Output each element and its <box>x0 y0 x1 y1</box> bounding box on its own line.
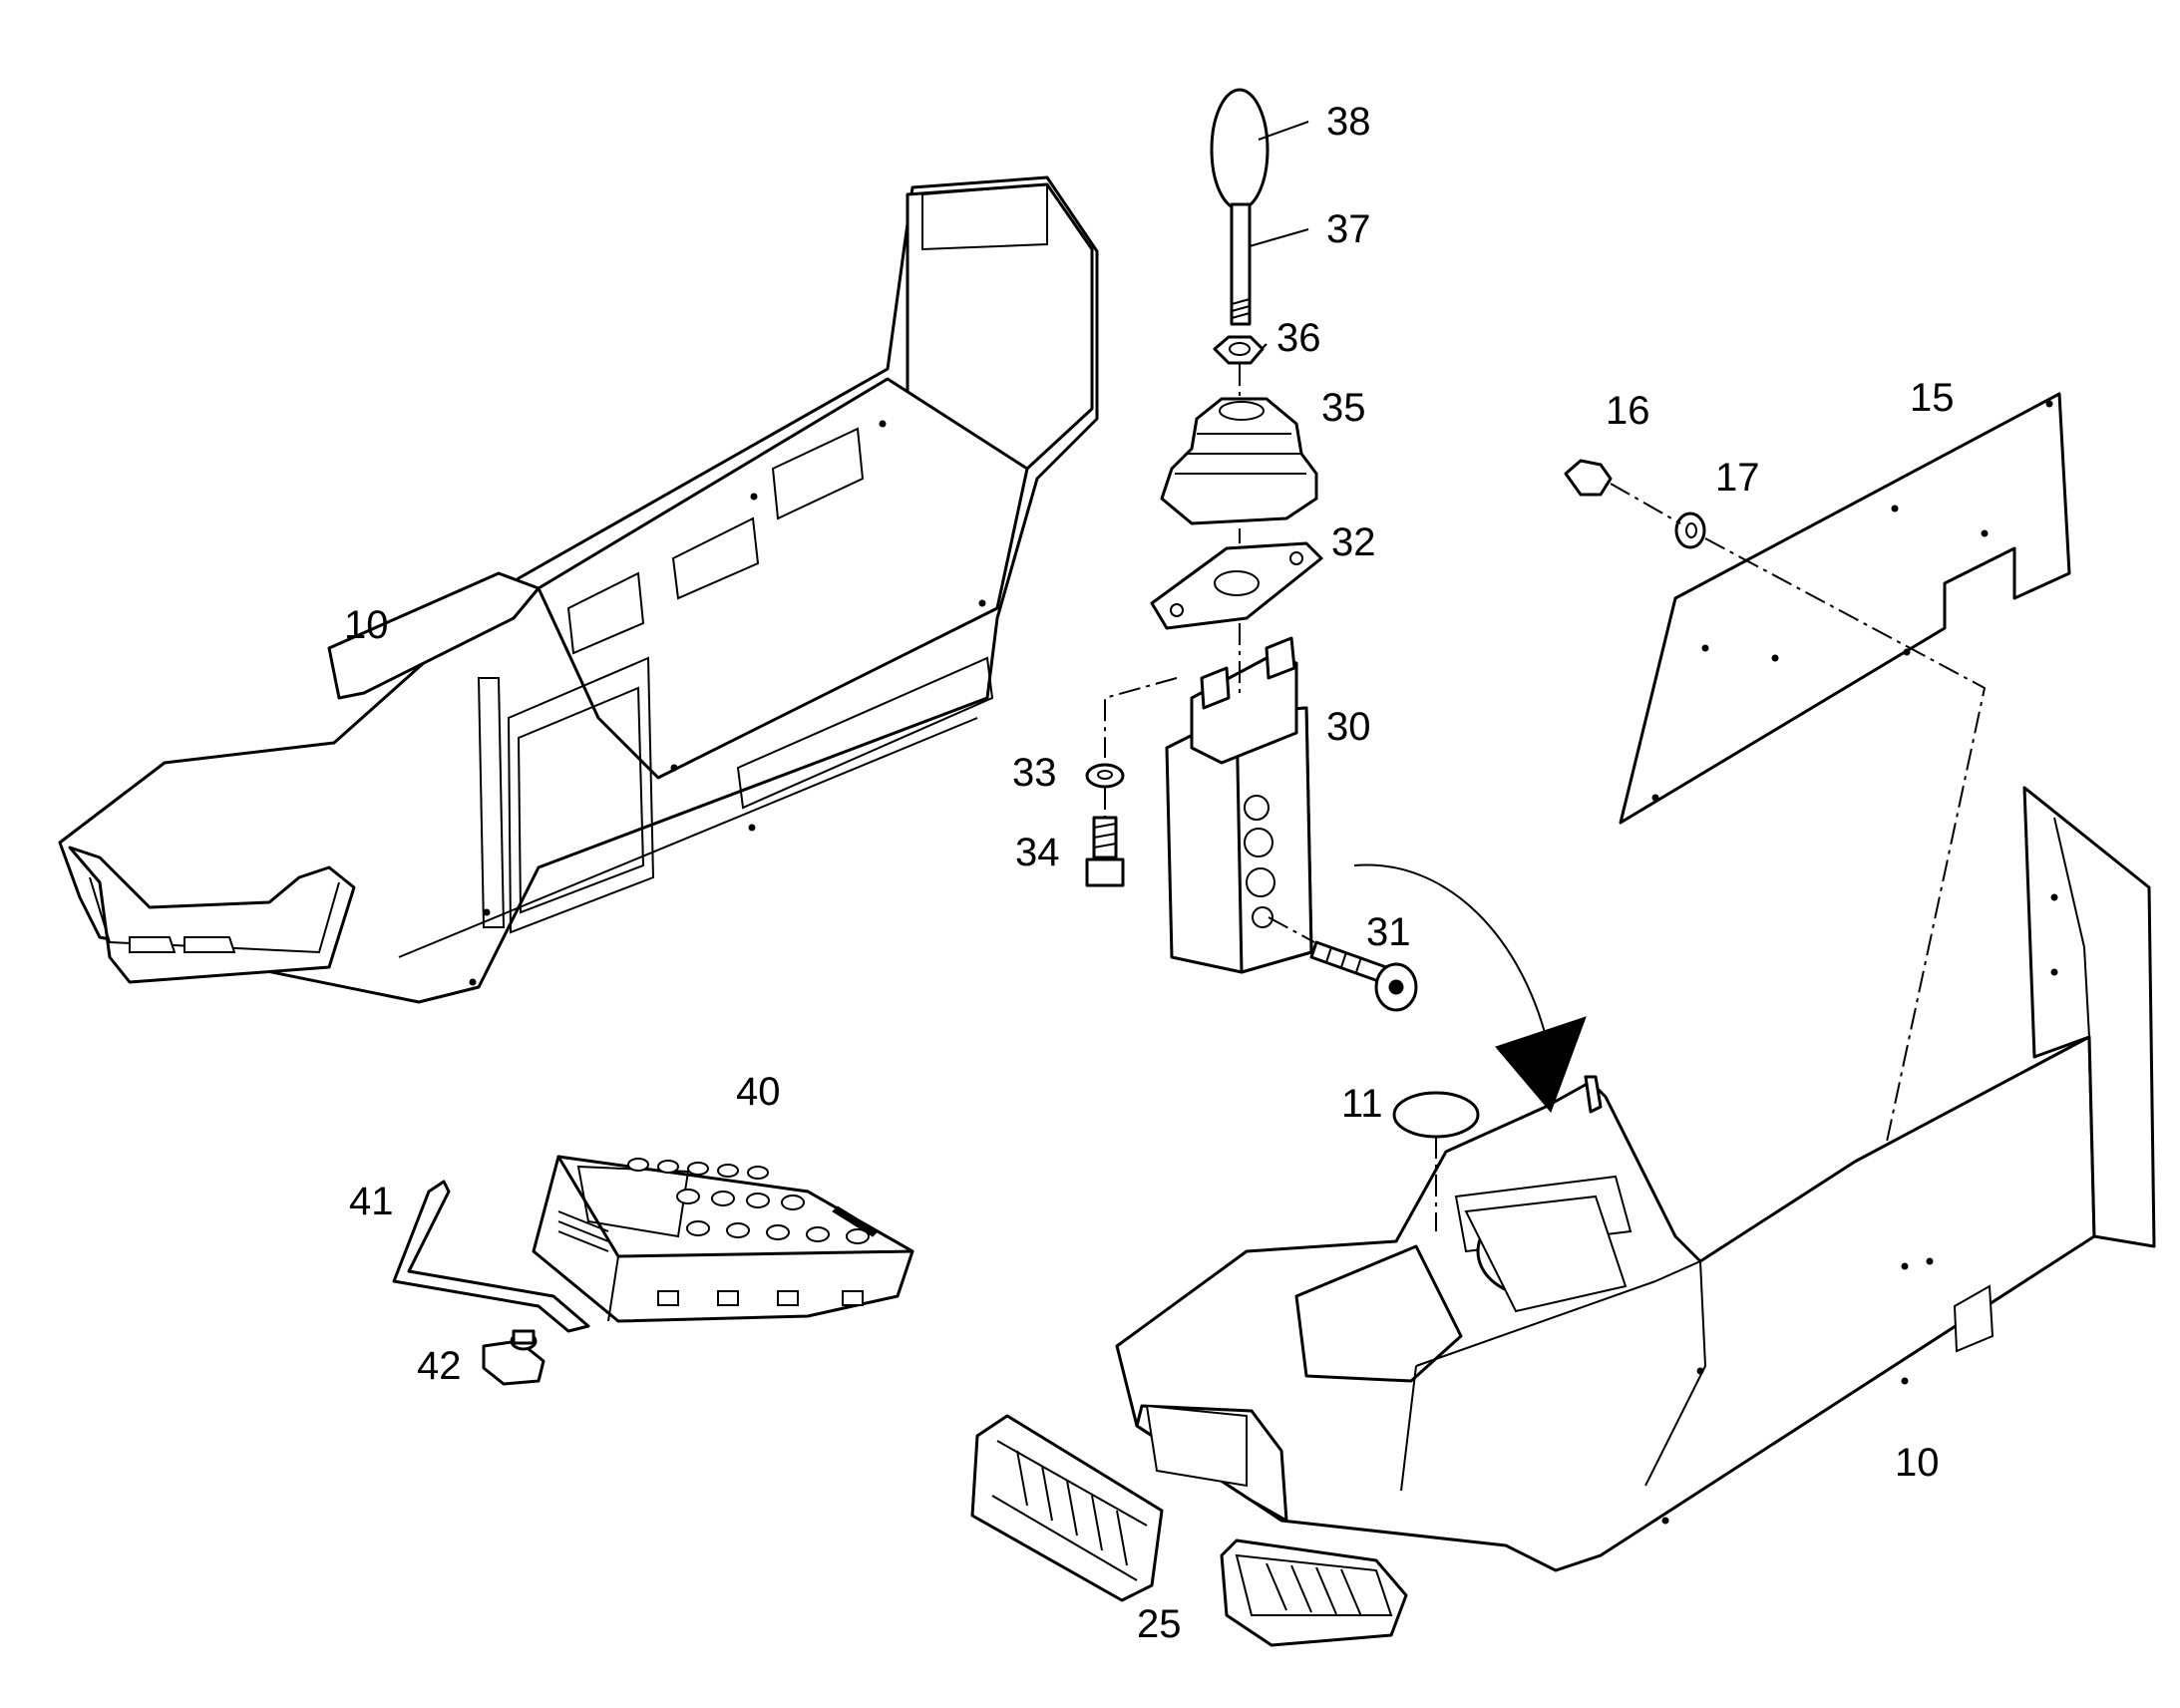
washer-17 <box>1674 512 1706 549</box>
cover-plate-15 <box>1619 392 2071 825</box>
vent-grille-25a <box>970 1414 1164 1602</box>
bolt-34 <box>1085 816 1125 887</box>
callout-32: 32 <box>1331 520 1376 564</box>
callout-15: 15 <box>1910 376 1955 420</box>
callout-10-right: 10 <box>1895 1441 1940 1485</box>
assembly-direction-arrow <box>1353 863 1587 1113</box>
callout-38: 38 <box>1326 100 1371 144</box>
keypad-unit <box>532 1155 914 1323</box>
knob-42 <box>482 1329 545 1386</box>
callout-30: 30 <box>1326 705 1371 749</box>
bolt-31 <box>1309 940 1418 1012</box>
rubber-boot <box>1160 397 1318 525</box>
callout-40: 40 <box>736 1070 781 1114</box>
callout-31: 31 <box>1366 910 1411 954</box>
washer-33 <box>1085 763 1125 789</box>
axis-line-plate <box>1610 483 1987 1337</box>
axis-line-bolt-34 <box>1104 677 1178 818</box>
callout-42: 42 <box>417 1344 462 1388</box>
keypad-buttons <box>627 1158 870 1244</box>
callout-41: 41 <box>349 1180 394 1223</box>
lever-knob <box>1210 88 1270 211</box>
callout-33: 33 <box>1012 751 1057 795</box>
hex-nut-16 <box>1564 459 1613 497</box>
keypad-front-keys <box>657 1290 864 1306</box>
callout-17: 17 <box>1715 456 1760 500</box>
callout-37: 37 <box>1326 207 1371 251</box>
leader-lines <box>1249 121 1309 455</box>
callout-11: 11 <box>1341 1082 1383 1126</box>
callout-10-left: 10 <box>344 603 389 647</box>
valve-block-30 <box>1165 636 1313 974</box>
left-console-panel <box>58 175 1099 1004</box>
vent-grille-25b <box>1220 1538 1408 1647</box>
callout-labels: 10 38 37 36 35 32 30 33 34 31 16 15 17 4… <box>344 100 1955 1646</box>
lever-rod <box>1230 202 1252 326</box>
bracket-41 <box>392 1180 590 1333</box>
cap-11 <box>1392 1091 1480 1139</box>
callout-16: 16 <box>1606 389 1650 433</box>
axis-line-bolt-31 <box>1268 916 1315 943</box>
callout-34: 34 <box>1015 831 1060 874</box>
mounting-plate-32 <box>1150 541 1323 630</box>
right-console-panel <box>1115 786 2156 1572</box>
callout-35: 35 <box>1321 386 1366 430</box>
hex-nut-36 <box>1213 335 1265 365</box>
callout-25: 25 <box>1137 1602 1182 1646</box>
callout-36: 36 <box>1276 316 1321 360</box>
